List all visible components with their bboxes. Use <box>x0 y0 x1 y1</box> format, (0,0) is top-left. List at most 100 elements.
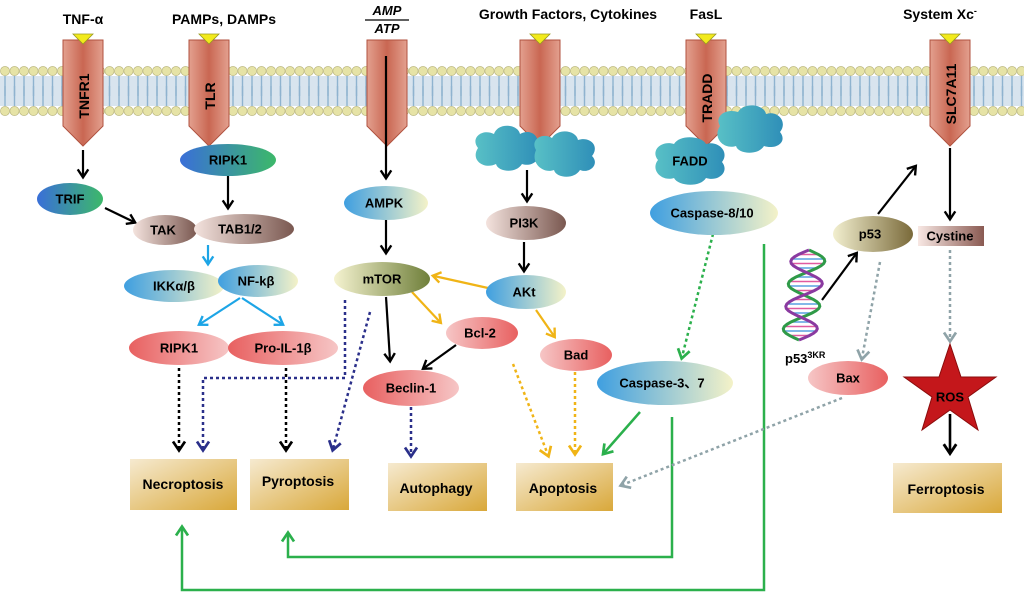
lipid-head <box>123 66 134 76</box>
lipid-head <box>969 106 979 116</box>
lipid-head <box>807 106 818 116</box>
mtor-label: mTOR <box>363 272 402 287</box>
outcome-apoptosis: Apoptosis <box>516 463 613 511</box>
signal-atp: ATP <box>373 21 399 36</box>
lipid-head <box>9 66 20 76</box>
receptor-growth-factor <box>519 33 561 147</box>
star-icon <box>902 342 998 432</box>
tlr-label: TLR <box>202 82 218 109</box>
arrow-p53-to-slc7a11 <box>877 164 918 215</box>
pyroptosis-label: Pyroptosis <box>262 473 335 489</box>
lipid-head <box>104 66 115 76</box>
lipid-head <box>161 66 172 76</box>
lipid-head <box>123 106 134 116</box>
lipid-head <box>817 66 827 76</box>
lipid-head <box>988 66 998 76</box>
lipid-head <box>874 106 884 116</box>
lipid-head <box>855 106 865 116</box>
lipid-head <box>323 106 333 116</box>
node-nfkb: NF-kβ <box>218 265 298 297</box>
node-ampk: AMPK <box>344 186 428 220</box>
node-bad: Bad <box>540 339 612 371</box>
node-beclin-1: Beclin-1 <box>363 370 459 406</box>
lipid-head <box>646 66 656 76</box>
lipid-head <box>294 66 305 76</box>
slc7a11-label: SLC7A11 <box>943 63 959 124</box>
node-bcl2: Bcl-2 <box>446 317 518 349</box>
lipid-head <box>969 66 979 76</box>
lipid-head <box>437 66 447 76</box>
lipid-head <box>589 106 599 116</box>
signal-system-xc: System Xc- <box>903 6 977 22</box>
receptor-tradd: TRADD <box>685 33 727 147</box>
lipid-head <box>779 66 789 76</box>
p53-3kr-label: p533KR <box>785 350 826 366</box>
tradd-label: TRADD <box>699 74 715 123</box>
lipid-head <box>114 66 124 76</box>
node-pi3k: PI3K <box>486 206 566 240</box>
signal-tnf-alpha: TNF-α <box>63 11 104 27</box>
tak-label: TAK <box>150 223 176 238</box>
pi3k-label: PI3K <box>510 216 540 231</box>
ferroptosis-label: Ferroptosis <box>907 481 984 497</box>
casp37-label: Caspase-3、7 <box>619 376 704 391</box>
node-ripk1-top: RIPK1 <box>180 144 276 176</box>
receptor-tnfr1: TNFR1 <box>62 33 104 147</box>
lipid-head <box>788 66 799 76</box>
casp810-label: Caspase-8/10 <box>670 206 753 221</box>
lipid-head <box>294 106 305 116</box>
arrow-casp37-to-pyroptosis <box>280 417 674 559</box>
lipid-head <box>446 66 457 76</box>
lipid-head <box>171 106 181 116</box>
lipid-head <box>228 66 238 76</box>
bad-label: Bad <box>564 348 589 363</box>
lipid-head <box>247 66 257 76</box>
lipid-head <box>256 106 267 116</box>
lipid-head <box>997 66 1008 76</box>
trif-label: TRIF <box>56 192 85 207</box>
lipid-head <box>788 106 799 116</box>
lipid-head <box>826 66 837 76</box>
ligand-triangle-icon <box>695 33 717 45</box>
lipid-head <box>608 106 618 116</box>
lipid-head <box>275 106 286 116</box>
arrow-mtor-to-beclin <box>383 296 396 364</box>
lipid-head <box>589 66 599 76</box>
lipid-head <box>636 106 647 116</box>
lipid-head <box>560 66 571 76</box>
lipid-head <box>456 106 466 116</box>
lipid-head <box>636 66 647 76</box>
lipid-head <box>0 66 10 76</box>
node-p53: p53 <box>833 216 913 252</box>
necroptosis-label: Necroptosis <box>143 476 224 492</box>
lipid-head <box>256 66 267 76</box>
node-caspase-3-7: Caspase-3、7 <box>597 361 733 405</box>
lipid-head <box>902 106 913 116</box>
lipid-head <box>152 106 162 116</box>
membrane-core <box>0 76 1024 106</box>
lipid-head <box>769 66 780 76</box>
lipid-head <box>817 106 827 116</box>
ikk-label: IKKα/β <box>153 279 195 294</box>
lipid-head <box>627 66 637 76</box>
ligand-triangle-icon <box>939 33 961 45</box>
lipid-head <box>826 106 837 116</box>
lipid-head <box>855 66 865 76</box>
lipid-head <box>560 106 571 116</box>
node-ripk1: RIPK1 <box>129 331 229 365</box>
lipid-head <box>798 106 808 116</box>
ripk1-label: RIPK1 <box>160 341 198 356</box>
lipid-head <box>285 66 295 76</box>
lipid-head <box>237 66 248 76</box>
lipid-head <box>655 66 666 76</box>
lipid-head <box>0 106 10 116</box>
arrow-casp810-to-casp37 <box>676 233 715 361</box>
lipid-head <box>313 66 324 76</box>
fadd-complex: FADD <box>655 105 783 185</box>
arrow-bax-to-apoptosis <box>618 396 843 490</box>
lipid-head <box>902 66 913 76</box>
lipid-head <box>247 106 257 116</box>
lipid-head <box>750 66 761 76</box>
lipid-head <box>665 106 675 116</box>
receptor-tlr: TLR <box>188 33 230 147</box>
